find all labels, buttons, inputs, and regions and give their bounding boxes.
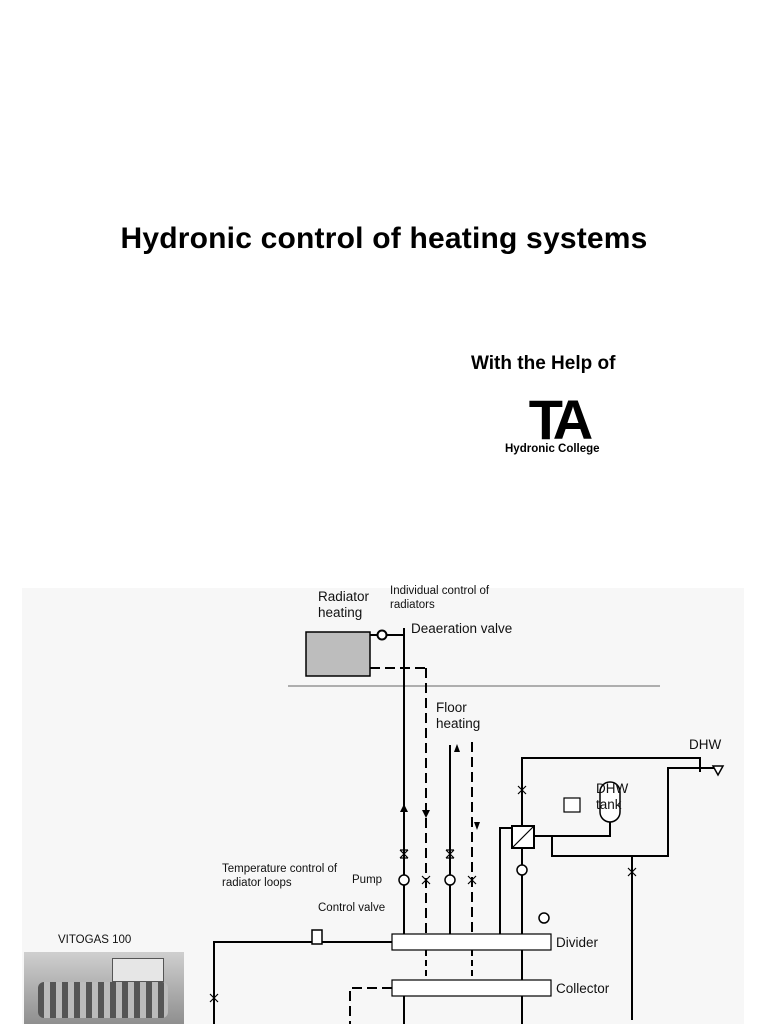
expansion-vessel-icon <box>311 929 323 945</box>
slide-subtitle: With the Help of <box>471 353 616 374</box>
radiator-supply-arrow <box>400 804 408 812</box>
divider-label: Divider <box>556 935 599 950</box>
ta-logo: TA <box>529 394 596 442</box>
slide-title: Hydronic control of heating systems <box>120 222 648 255</box>
collector-header <box>391 979 552 997</box>
radiator <box>305 631 371 677</box>
collector-label: Collector <box>556 981 610 996</box>
dhw-outlet <box>620 767 718 857</box>
dhw-pump-icon <box>516 864 528 876</box>
hydronic-diagram-panel <box>22 588 744 1024</box>
floor-return-arrow <box>474 822 480 830</box>
floor-supply-arrow <box>454 744 460 752</box>
control-valve-label: Control valve <box>318 902 386 914</box>
logo-caption: Hydronic College <box>505 443 600 455</box>
boiler-label: VITOGAS 100 <box>58 934 132 946</box>
deaeration-valve-label: Deaeration valve <box>411 621 513 636</box>
dhw-recirc-loop <box>551 836 633 1020</box>
dhw-return-pipe <box>499 827 512 936</box>
pressure-gauge-icon <box>538 912 550 924</box>
dhw-charge-loop <box>534 822 611 837</box>
radiator-pump-icon <box>398 874 410 886</box>
temperature-control-label: Temperature control of radiator loops <box>222 863 338 889</box>
dhw-controller <box>563 797 581 813</box>
boiler-flow-pipe <box>213 941 392 1024</box>
pump-label: Pump <box>352 874 383 886</box>
dhw-tap-icon <box>711 765 725 777</box>
boiler-return-pipe <box>349 987 392 1024</box>
radiator-valve-icon <box>376 629 388 641</box>
individual-control-label: Individual control of radiators <box>390 585 490 611</box>
ta-logo-mark: TA <box>529 394 592 442</box>
boiler-burner-tubes <box>38 982 168 1018</box>
radiator-return-arrow <box>422 810 430 818</box>
dhw-label: DHW <box>689 737 722 752</box>
floor-pump-icon <box>444 874 456 886</box>
floor-heating-label: Floor heating <box>436 700 481 731</box>
boiler-image <box>24 952 184 1024</box>
dhw-tank-label: DHW tank <box>596 781 629 812</box>
boiler-control-panel <box>112 958 164 982</box>
divider-header <box>391 933 552 951</box>
radiator-heating-label: Radiator heating <box>318 589 370 620</box>
